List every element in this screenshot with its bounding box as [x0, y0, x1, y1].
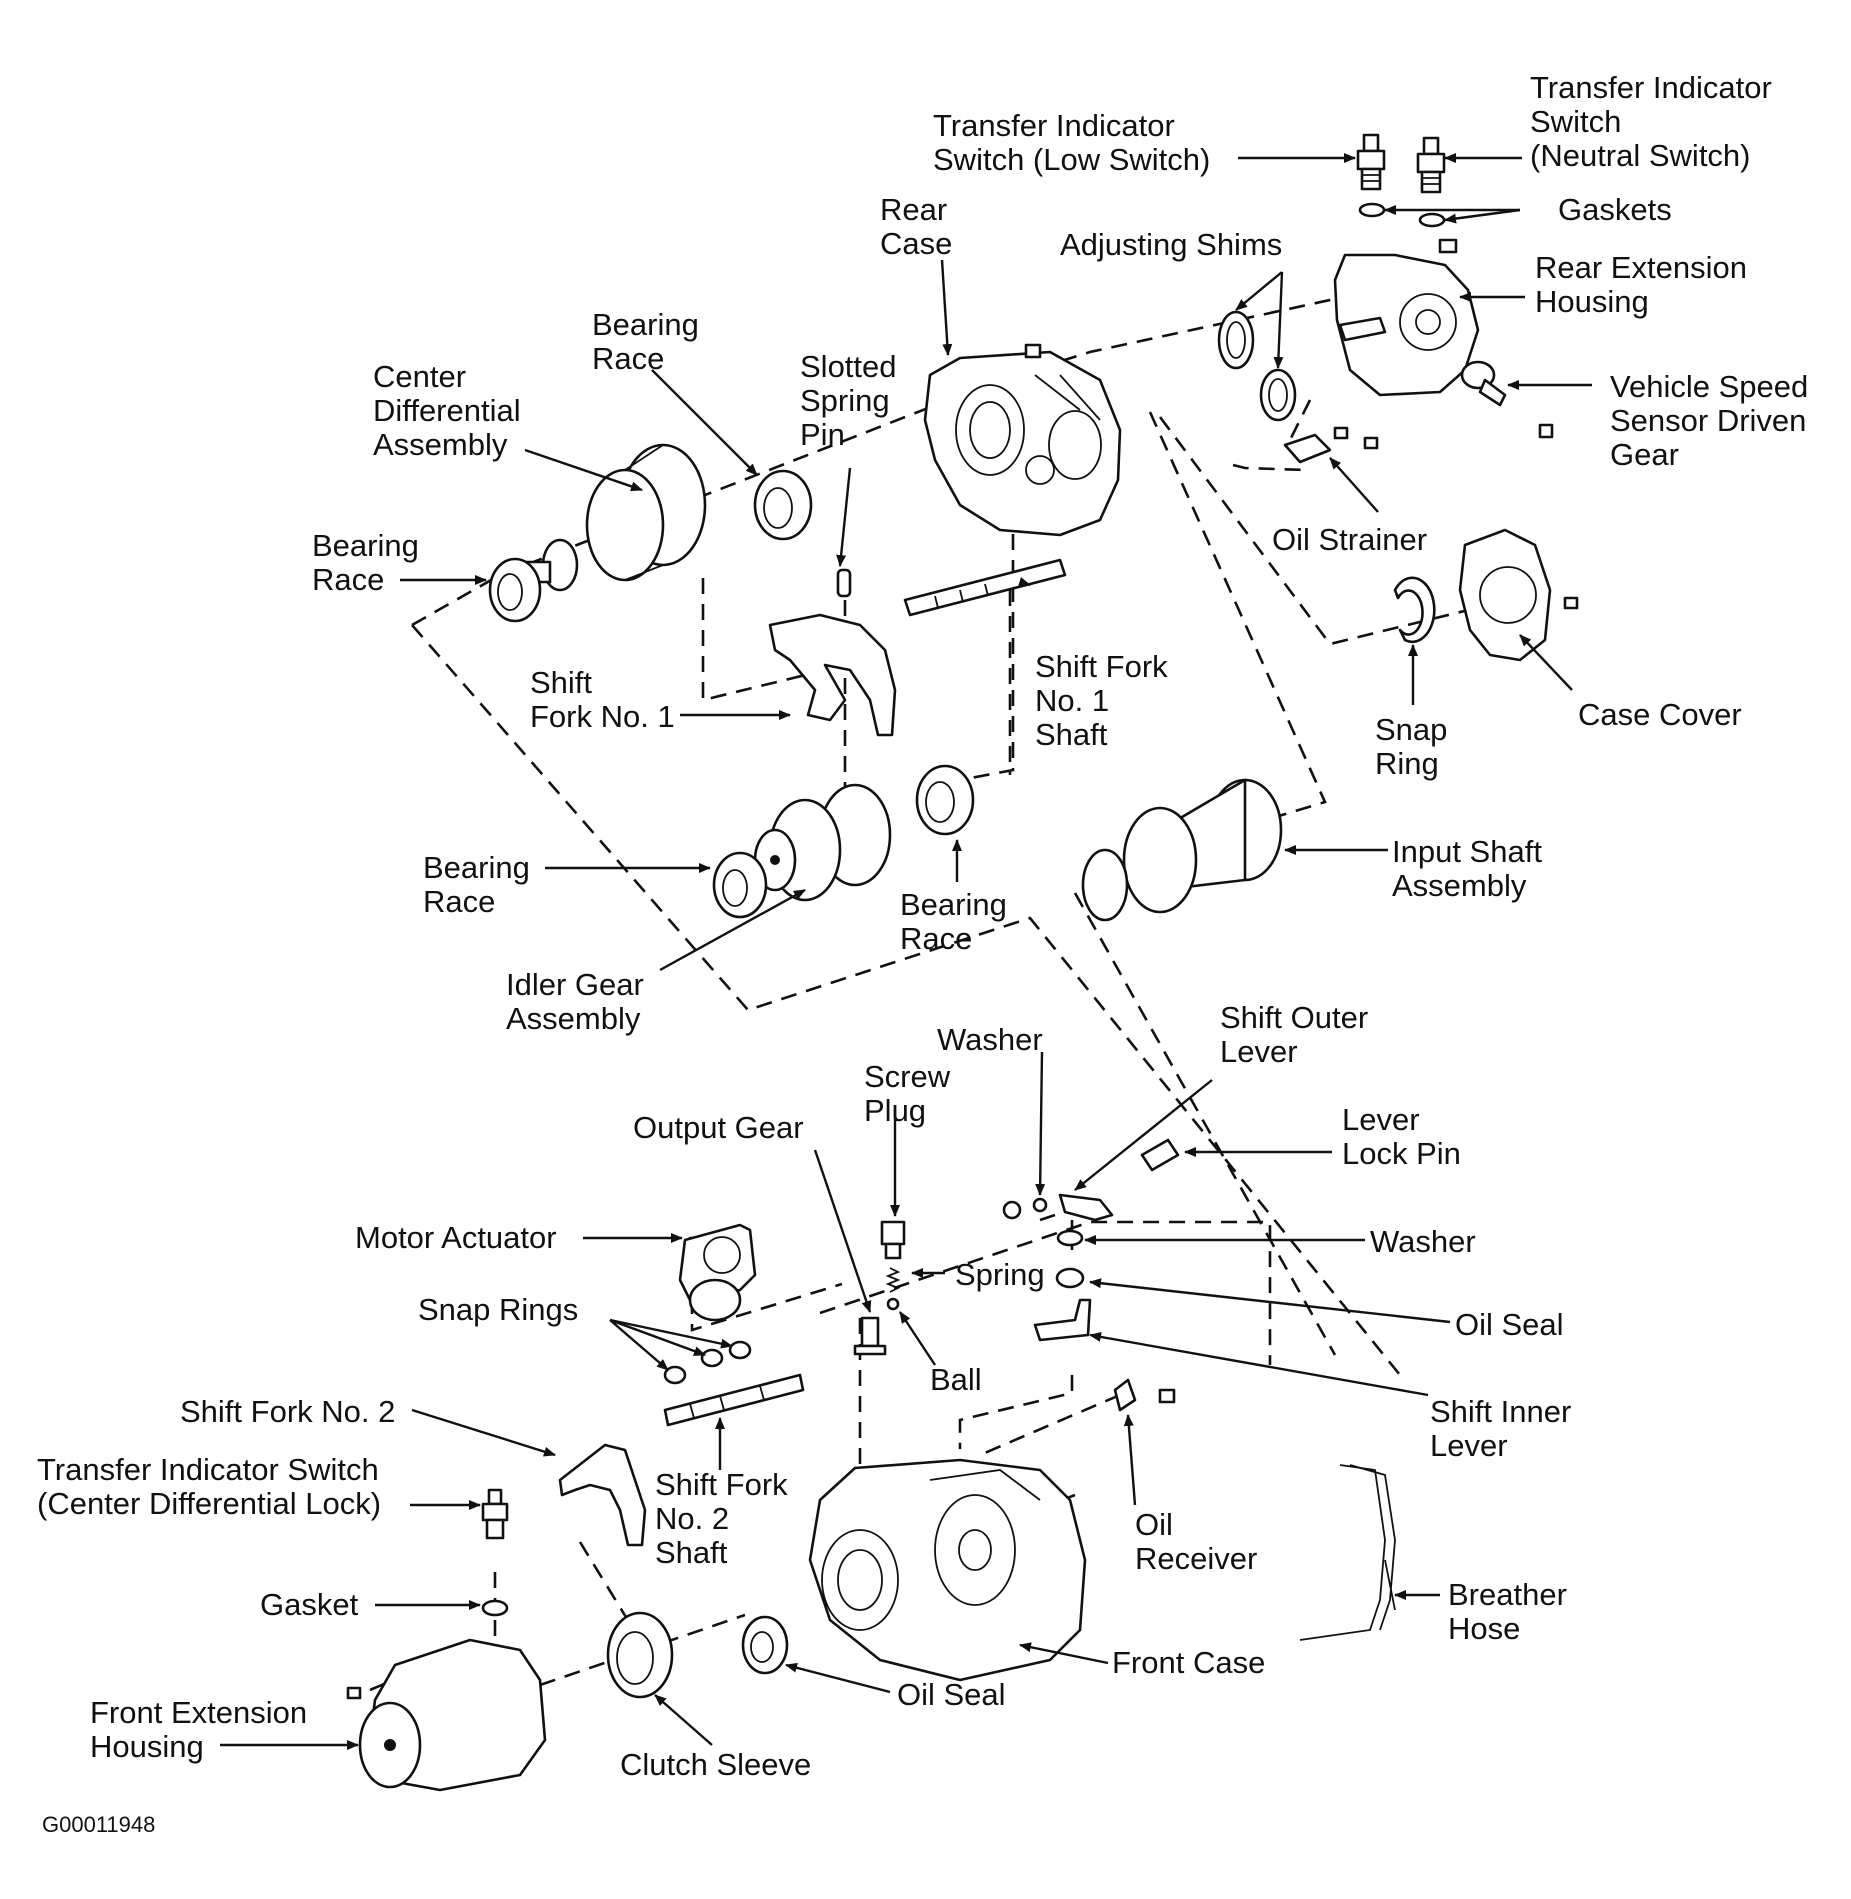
snap-rings-part	[663, 1340, 752, 1385]
label-input-shaft-assembly: Input Shaft Assembly	[1392, 834, 1551, 903]
slotted-spring-pin-part	[836, 568, 852, 598]
gasket-part	[481, 1599, 509, 1617]
lever-lock-pin-part	[1140, 1138, 1180, 1172]
label-transfer-indicator-switch-low: Transfer Indicator Switch (Low Switch)	[933, 108, 1210, 177]
label-shift-outer-lever: Shift Outer Lever	[1220, 1000, 1377, 1069]
figure-code: G00011948	[42, 1812, 155, 1837]
adjusting-shims-part	[1217, 310, 1297, 422]
shift-fork-no1-part	[768, 613, 897, 737]
label-center-differential-assembly: Center Differential Assembly	[373, 359, 529, 462]
label-front-case: Front Case	[1112, 1645, 1265, 1680]
bearing-race-top-part	[753, 469, 813, 541]
label-lever-lock-pin: Lever Lock Pin	[1342, 1102, 1461, 1171]
label-rear-case: Rear Case	[880, 192, 956, 261]
rear-case-part	[923, 343, 1122, 537]
label-output-gear: Output Gear	[633, 1110, 804, 1145]
breather-hose-part	[1299, 1464, 1396, 1641]
label-washer-right: Washer	[1370, 1224, 1476, 1259]
input-shaft-part	[1081, 778, 1283, 922]
bearing-race-mid-left-part	[712, 851, 768, 919]
labels: Transfer Indicator Switch (Low Switch) T…	[37, 70, 1817, 1837]
label-oil-seal-right: Oil Seal	[1455, 1307, 1564, 1342]
label-screw-plug: Screw Plug	[864, 1059, 959, 1128]
rear-extension-housing-part	[1333, 238, 1480, 397]
front-case-part	[808, 1458, 1087, 1682]
oil-seal-right-part	[1055, 1267, 1085, 1289]
transfer-indicator-switch-cdl-part	[481, 1488, 509, 1540]
shift-fork-no2-shaft-part	[663, 1373, 805, 1427]
label-transfer-indicator-switch-cdl: Transfer Indicator Switch (Center Differ…	[37, 1452, 387, 1521]
output-gear-part	[853, 1316, 887, 1356]
shift-outer-lever-part	[1002, 1193, 1114, 1222]
oil-strainer-part	[1283, 426, 1379, 464]
label-oil-receiver: Oil Receiver	[1135, 1507, 1257, 1576]
label-motor-actuator: Motor Actuator	[355, 1220, 557, 1255]
front-extension-housing-part	[346, 1638, 547, 1792]
label-gaskets: Gaskets	[1558, 192, 1672, 227]
label-shift-fork-no2-shaft: Shift Fork No. 2 Shaft	[655, 1467, 796, 1570]
shift-fork-no2-part	[558, 1443, 647, 1547]
oil-seal-bottom-part	[741, 1615, 789, 1675]
label-shift-fork-no1-shaft: Shift Fork No. 1 Shaft	[1035, 649, 1176, 752]
label-bearing-race-mid: Bearing Race	[900, 887, 1015, 956]
label-ball: Ball	[930, 1362, 982, 1397]
label-spring: Spring	[955, 1257, 1045, 1292]
leader-arrows	[220, 153, 1592, 1750]
label-rear-extension-housing: Rear Extension Housing	[1535, 250, 1756, 319]
center-differential-part	[518, 443, 707, 592]
spring-part	[885, 1267, 901, 1293]
label-case-cover: Case Cover	[1578, 697, 1742, 732]
ball-part	[886, 1297, 900, 1311]
bearing-race-left-part	[488, 557, 542, 623]
label-washer-top: Washer	[937, 1022, 1043, 1057]
label-breather-hose: Breather Hose	[1448, 1577, 1576, 1646]
label-oil-strainer: Oil Strainer	[1272, 522, 1427, 557]
label-front-extension-housing: Front Extension Housing	[90, 1695, 316, 1764]
bearing-race-mid-part	[915, 764, 975, 836]
label-clutch-sleeve: Clutch Sleeve	[620, 1747, 811, 1782]
oil-receiver-part	[1113, 1378, 1176, 1412]
transfer-indicator-switch-low-part	[1356, 133, 1386, 191]
label-snap-ring: Snap Ring	[1375, 712, 1456, 781]
shift-fork-no1-shaft-part	[903, 558, 1067, 617]
label-shift-inner-lever: Shift Inner Lever	[1430, 1394, 1580, 1463]
label-bearing-race-mid-left: Bearing Race	[423, 850, 538, 919]
motor-actuator-part	[678, 1223, 757, 1322]
label-bearing-race-top: Bearing Race	[592, 307, 707, 376]
label-shift-fork-no1: Shift Fork No. 1	[530, 665, 675, 734]
label-adjusting-shims: Adjusting Shims	[1060, 227, 1282, 262]
label-transfer-indicator-switch-neutral: Transfer Indicator Switch (Neutral Switc…	[1530, 70, 1780, 173]
label-slotted-spring-pin: Slotted Spring Pin	[800, 349, 905, 452]
transfer-indicator-switch-neutral-part	[1416, 136, 1446, 194]
label-bearing-race-left: Bearing Race	[312, 528, 427, 597]
idler-gear-part	[753, 783, 892, 902]
snap-ring-part	[1393, 576, 1436, 644]
vehicle-speed-sensor-part	[1460, 360, 1554, 439]
label-snap-rings: Snap Rings	[418, 1292, 578, 1327]
case-cover-part	[1458, 528, 1579, 662]
shift-inner-lever-part	[1033, 1298, 1092, 1342]
gaskets-part	[1358, 202, 1446, 228]
screw-plug-part	[880, 1220, 906, 1260]
label-vehicle-speed-sensor-driven-gear: Vehicle Speed Sensor Driven Gear	[1610, 369, 1817, 472]
washer-right-part	[1056, 1229, 1084, 1247]
clutch-sleeve-part	[606, 1611, 674, 1699]
label-gasket: Gasket	[260, 1587, 359, 1622]
label-oil-seal-bottom: Oil Seal	[897, 1677, 1006, 1712]
label-shift-fork-no2: Shift Fork No. 2	[180, 1394, 395, 1429]
label-idler-gear-assembly: Idler Gear Assembly	[506, 967, 652, 1036]
